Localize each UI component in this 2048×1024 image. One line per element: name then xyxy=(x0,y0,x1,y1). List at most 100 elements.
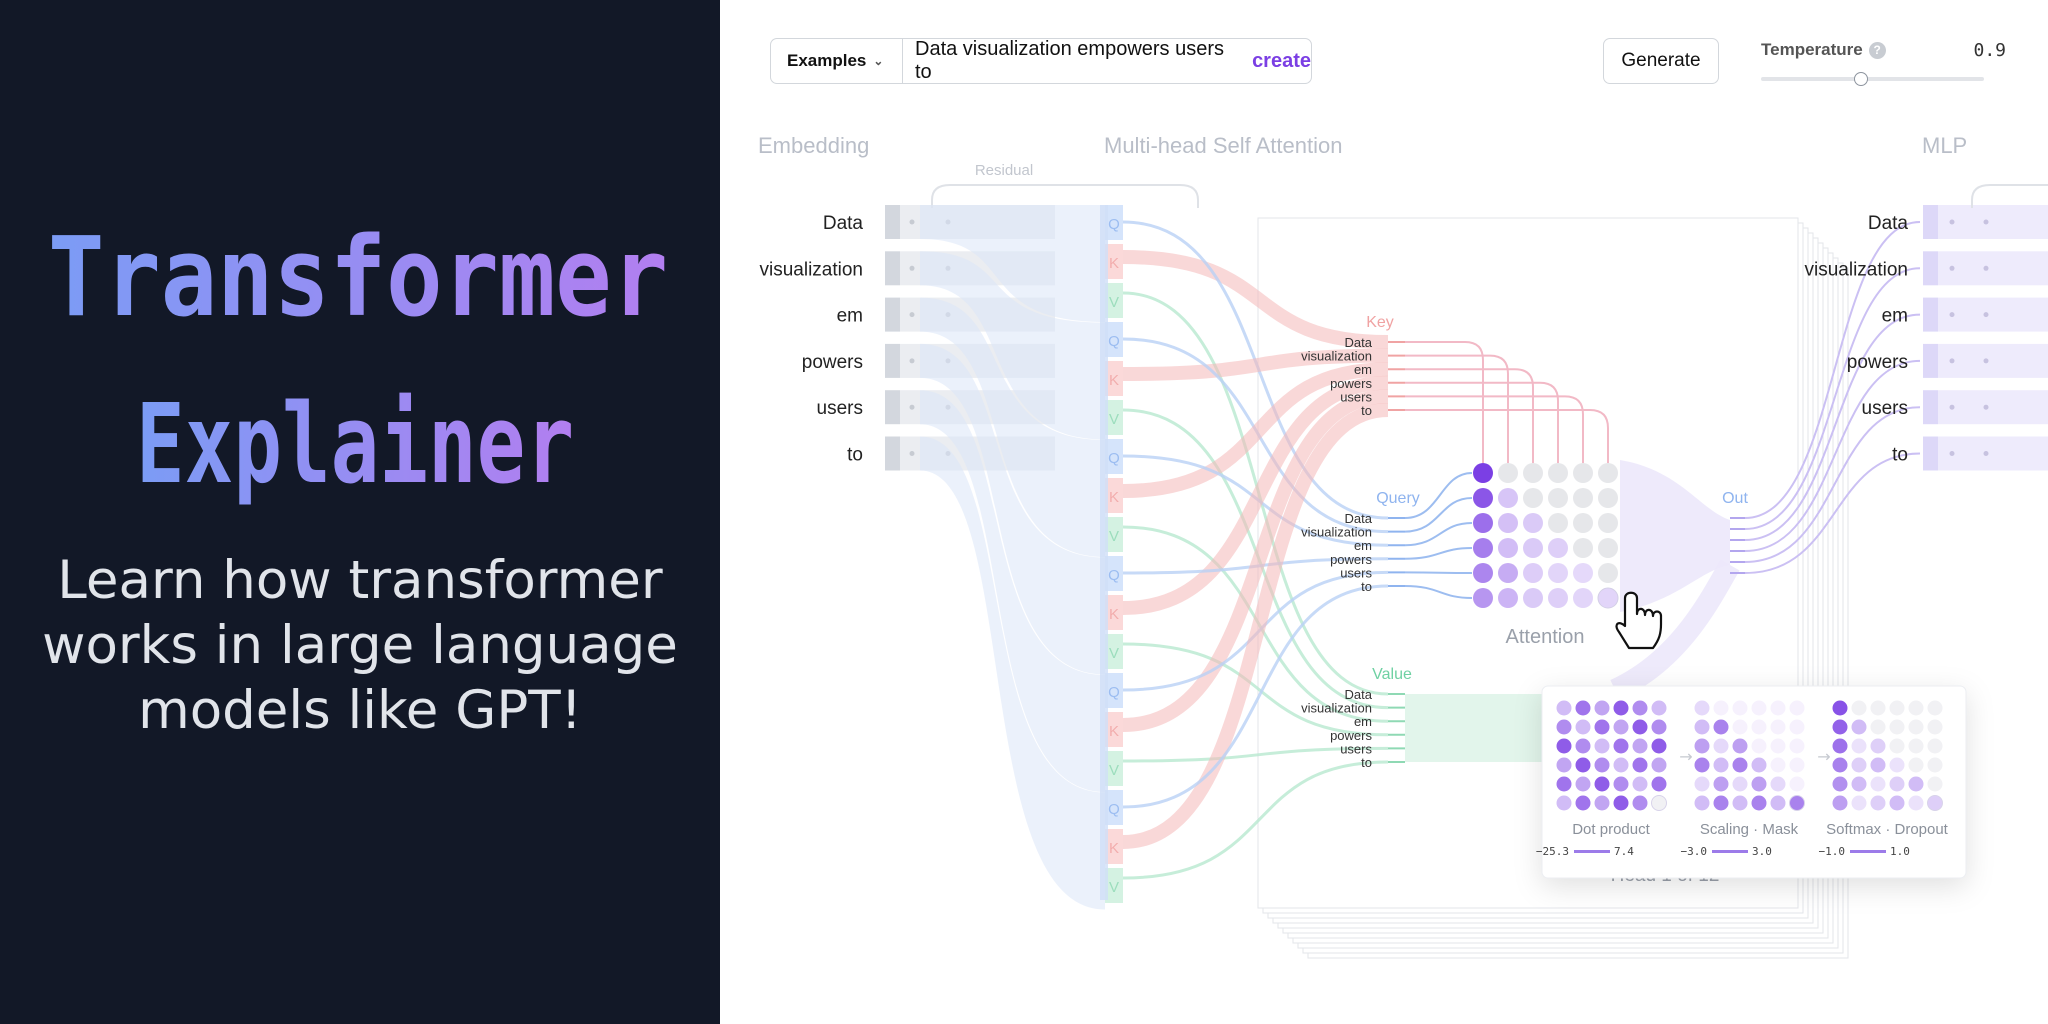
qkv-cell-q xyxy=(1105,322,1123,357)
detail-matrix-cell xyxy=(1613,719,1629,735)
examples-dropdown[interactable]: Examples ⌄ xyxy=(770,38,902,84)
embedding-dot xyxy=(909,358,915,364)
mlp-dot xyxy=(1983,358,1989,364)
title-graphic: Transformer Explainer xyxy=(48,213,668,508)
detail-matrix-cell xyxy=(1732,738,1748,754)
query-to-attention-line xyxy=(1404,472,1473,519)
mlp-token-label: powers xyxy=(1847,352,1908,373)
mlp-vector xyxy=(1938,343,2048,378)
embedding-vector-dim xyxy=(885,251,900,286)
arrow-right-icon: → xyxy=(1679,747,1692,766)
detail-matrix-cell xyxy=(1632,738,1648,754)
mlp-dot xyxy=(1983,219,1989,225)
embedding-vector-dim xyxy=(885,390,900,425)
detail-step-label: Dot product xyxy=(1572,821,1650,838)
detail-matrix-cell xyxy=(1613,757,1629,773)
prompt-input[interactable]: Data visualization empowers users to cre… xyxy=(902,38,1312,84)
temperature-value: 0.9 xyxy=(1973,40,2006,61)
detail-matrix-cell xyxy=(1632,757,1648,773)
attention-cell xyxy=(1597,587,1619,609)
key-flow xyxy=(1122,389,1389,732)
detail-matrix-cell xyxy=(1908,795,1924,811)
mlp-residual-connector xyxy=(1971,184,2048,208)
residual-connector xyxy=(931,184,1199,208)
detail-scale-min: −1.0 xyxy=(1819,845,1846,858)
attention-cell xyxy=(1548,563,1568,583)
query-label: Query xyxy=(1376,490,1420,507)
attention-cell xyxy=(1473,488,1493,508)
detail-matrix-cell xyxy=(1851,738,1867,754)
value-flow xyxy=(1122,642,1389,737)
detail-matrix-cell xyxy=(1732,719,1748,735)
generate-button[interactable]: Generate xyxy=(1603,38,1719,84)
embedding-to-qkv-flow xyxy=(920,436,1105,910)
detail-scale-bar xyxy=(1850,850,1886,853)
detail-matrix-cell xyxy=(1732,776,1748,792)
mlp-vector-dim xyxy=(1923,205,1938,239)
attention-cell xyxy=(1598,488,1618,508)
attention-cell xyxy=(1598,513,1618,533)
qkv-letter-q: Q xyxy=(1108,333,1120,350)
detail-matrix-cell xyxy=(1694,776,1710,792)
detail-matrix-cell xyxy=(1751,738,1767,754)
detail-matrix-cell xyxy=(1927,719,1943,735)
temperature-label: Temperature ? xyxy=(1761,40,1886,60)
detail-matrix-cell xyxy=(1851,757,1867,773)
detail-matrix-cell xyxy=(1789,719,1805,735)
detail-matrix-cell xyxy=(1889,776,1905,792)
qkv-cell-v xyxy=(1105,400,1123,435)
detail-matrix-cell xyxy=(1908,738,1924,754)
attention-cell xyxy=(1473,513,1493,533)
qkv-letter-q: Q xyxy=(1108,684,1120,701)
embedding-dot xyxy=(909,265,915,271)
embedding-token-label: to xyxy=(847,445,863,466)
query-flow xyxy=(1122,584,1389,809)
detail-matrix-cell xyxy=(1870,700,1886,716)
detail-matrix-cell xyxy=(1556,757,1572,773)
embedding-token-label: users xyxy=(817,398,863,419)
detail-matrix-cell xyxy=(1694,757,1710,773)
detail-matrix-cell xyxy=(1556,795,1572,811)
mlp-vector xyxy=(1938,436,2048,471)
detail-matrix-cell xyxy=(1575,738,1591,754)
detail-matrix-cell xyxy=(1713,776,1729,792)
detail-matrix-cell xyxy=(1713,757,1729,773)
attention-cell xyxy=(1548,588,1568,608)
qkv-letter-q: Q xyxy=(1108,567,1120,584)
qkv-cell-q xyxy=(1105,556,1123,591)
qkv-cell-v xyxy=(1105,517,1123,552)
detail-scale-max: 3.0 xyxy=(1752,845,1772,858)
value-token-label: powers xyxy=(1330,728,1372,743)
query-token-label: users xyxy=(1340,565,1372,580)
qkv-cell-k xyxy=(1105,478,1123,513)
detail-matrix-cell xyxy=(1908,700,1924,716)
detail-matrix-cell xyxy=(1694,700,1710,716)
mlp-dot xyxy=(1983,312,1989,318)
embedding-to-qkv-flow xyxy=(920,205,1105,322)
detail-matrix-cell xyxy=(1851,700,1867,716)
section-title-attention: Multi-head Self Attention xyxy=(1104,133,1343,158)
embedding-token-label: Data xyxy=(823,213,864,234)
detail-matrix-cell xyxy=(1770,719,1786,735)
out-to-mlp-line xyxy=(1744,406,1921,563)
temperature-slider-thumb[interactable] xyxy=(1854,72,1869,86)
out-to-mlp-line xyxy=(1744,313,1921,541)
embedding-vector-dim xyxy=(885,297,900,332)
query-token-label: visualization xyxy=(1301,525,1372,540)
app-title-line1: Transformer xyxy=(48,213,668,341)
detail-matrix-cell xyxy=(1751,795,1767,811)
help-icon[interactable]: ? xyxy=(1868,41,1886,59)
detail-scale-max: 1.0 xyxy=(1890,845,1910,858)
detail-matrix-cell xyxy=(1556,776,1572,792)
attention-cell xyxy=(1573,563,1593,583)
detail-matrix-cell xyxy=(1751,757,1767,773)
attention-cell xyxy=(1573,513,1593,533)
mlp-vector-dim xyxy=(1923,390,1938,425)
qkv-cell-v xyxy=(1105,283,1123,318)
detail-matrix-cell xyxy=(1770,738,1786,754)
attention-cell xyxy=(1473,588,1493,608)
section-title-embedding: Embedding xyxy=(758,133,870,158)
detail-matrix-cell xyxy=(1870,719,1886,735)
detail-matrix-cell xyxy=(1575,700,1591,716)
temperature-slider[interactable] xyxy=(1761,72,1984,86)
